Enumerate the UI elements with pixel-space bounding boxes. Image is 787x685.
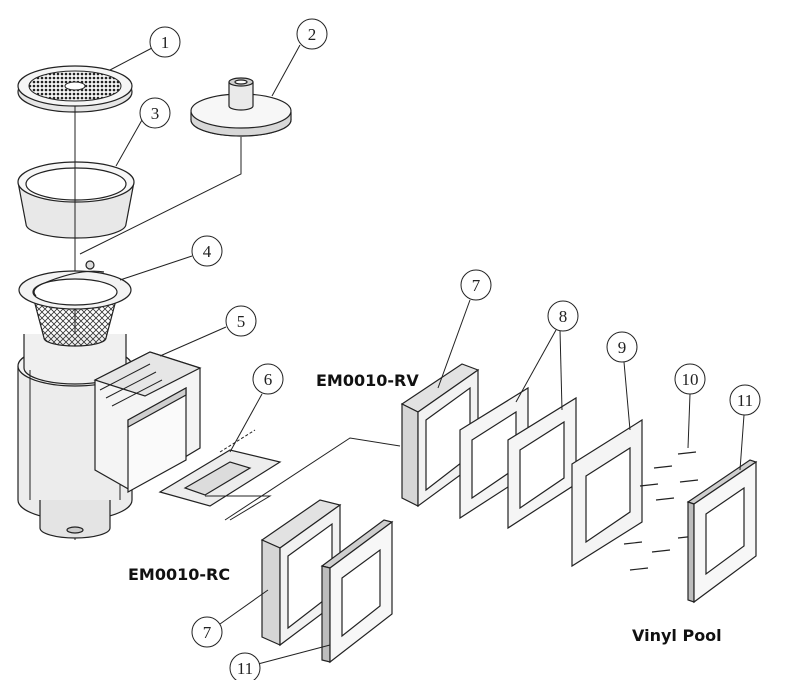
part-basket (18, 260, 132, 347)
part-weir (158, 429, 282, 507)
callout-circle-5 (225, 305, 257, 337)
callout-circle-7b (191, 616, 223, 648)
callout-circle-11b (729, 384, 761, 416)
label-model-rc: EM0010-RC (128, 565, 230, 584)
callout-1: 1 (161, 33, 170, 52)
callout-circle-2 (296, 18, 328, 50)
callout-11b: 11 (737, 391, 753, 410)
callout-circle-6 (252, 363, 284, 395)
part-faceplate (571, 418, 643, 568)
part-mouth (93, 351, 202, 494)
part-adapter-ring (17, 161, 135, 239)
part-lid (17, 65, 133, 113)
leader-part-2 (79, 137, 242, 255)
part-cover-rc (320, 519, 394, 664)
callout-5: 5 (237, 312, 246, 331)
callout-4: 4 (203, 242, 212, 261)
callout-circle-7a (460, 269, 492, 301)
callout-circle-10 (674, 363, 706, 395)
part-cover-vinyl (686, 459, 758, 604)
leader-rc (205, 495, 272, 521)
callout-6: 6 (264, 370, 273, 389)
callout-3: 3 (151, 104, 160, 123)
callouts: 1 2 3 4 5 6 7 8 9 10 11 7 (109, 18, 761, 684)
callout-8: 8 (559, 307, 568, 326)
callout-2: 2 (308, 25, 317, 44)
part-frame-rv (400, 363, 480, 508)
callout-circle-4 (191, 235, 223, 267)
callout-circle-8 (547, 300, 579, 332)
part-gaskets (459, 386, 577, 530)
callout-11a: 11 (237, 659, 253, 678)
part-screws (623, 451, 699, 571)
callout-circle-3 (139, 97, 171, 129)
part-vacuum-plate (190, 77, 292, 137)
callout-7b: 7 (203, 623, 212, 642)
leader-rv (224, 437, 401, 521)
callout-circle-1 (149, 26, 181, 58)
callout-9: 9 (618, 338, 627, 357)
callout-7a: 7 (472, 276, 481, 295)
label-model-rv: EM0010-RV (316, 371, 419, 390)
label-vinyl-pool: Vinyl Pool (632, 626, 722, 645)
callout-10: 10 (682, 370, 699, 389)
callout-circle-9 (606, 331, 638, 363)
